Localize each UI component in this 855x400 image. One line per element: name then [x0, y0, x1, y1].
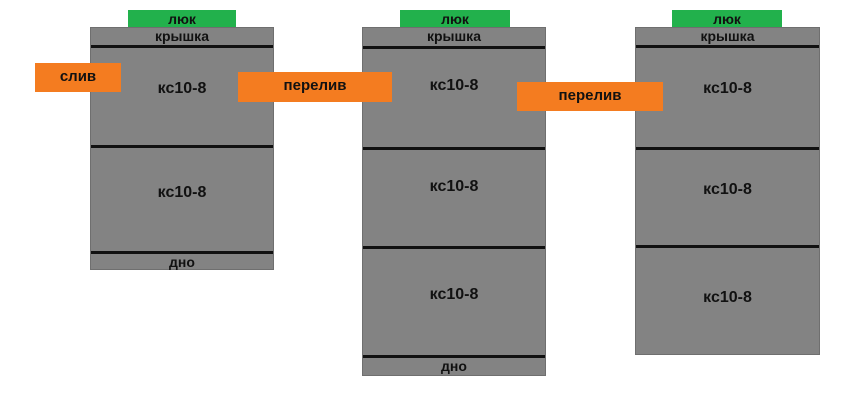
- well-1-ring-2-label: кс10-8: [157, 184, 207, 201]
- well-2-ring-divider-1: [363, 147, 545, 150]
- well-3-cover-line: [636, 45, 819, 48]
- well-2-hatch: люк: [400, 10, 510, 29]
- well-2-bottom-line: [363, 355, 545, 358]
- well-2: крышка кс10-8 кс10-8 кс10-8 дно: [362, 27, 546, 376]
- well-1-hatch: люк: [128, 10, 236, 29]
- well-1-cover-label: крышка: [155, 28, 209, 44]
- well-2-ring-3-label: кс10-8: [429, 286, 479, 303]
- well-2-ring-2-label: кс10-8: [429, 178, 479, 195]
- well-1-bottom-line: [91, 251, 273, 254]
- well-2-cover-label: крышка: [427, 28, 481, 44]
- well-2-ring-1-label: кс10-8: [429, 77, 479, 94]
- well-1-ring-1-label: кс10-8: [157, 80, 207, 97]
- well-3-ring-divider-2: [636, 245, 819, 248]
- well-1-ring-divider: [91, 145, 273, 148]
- well-3-cover-label: крышка: [700, 28, 755, 44]
- drain-pipe: слив: [35, 63, 121, 92]
- well-1: крышка кс10-8 кс10-8 дно: [90, 27, 274, 270]
- well-3-ring-3-label: кс10-8: [703, 289, 752, 306]
- well-3-ring-1-label: кс10-8: [703, 80, 752, 97]
- well-1-cover-line: [91, 45, 273, 48]
- well-3-hatch: люк: [672, 10, 782, 29]
- well-2-cover-line: [363, 46, 545, 49]
- overflow-pipe-1: перелив: [238, 72, 392, 102]
- well-1-bottom-label: дно: [169, 254, 195, 270]
- well-3-ring-divider-1: [636, 147, 819, 150]
- well-3: крышка кс10-8 кс10-8 кс10-8: [635, 27, 820, 355]
- overflow-pipe-2: перелив: [517, 82, 663, 111]
- well-2-ring-divider-2: [363, 246, 545, 249]
- well-3-ring-2-label: кс10-8: [703, 181, 752, 198]
- well-2-bottom-label: дно: [441, 358, 467, 374]
